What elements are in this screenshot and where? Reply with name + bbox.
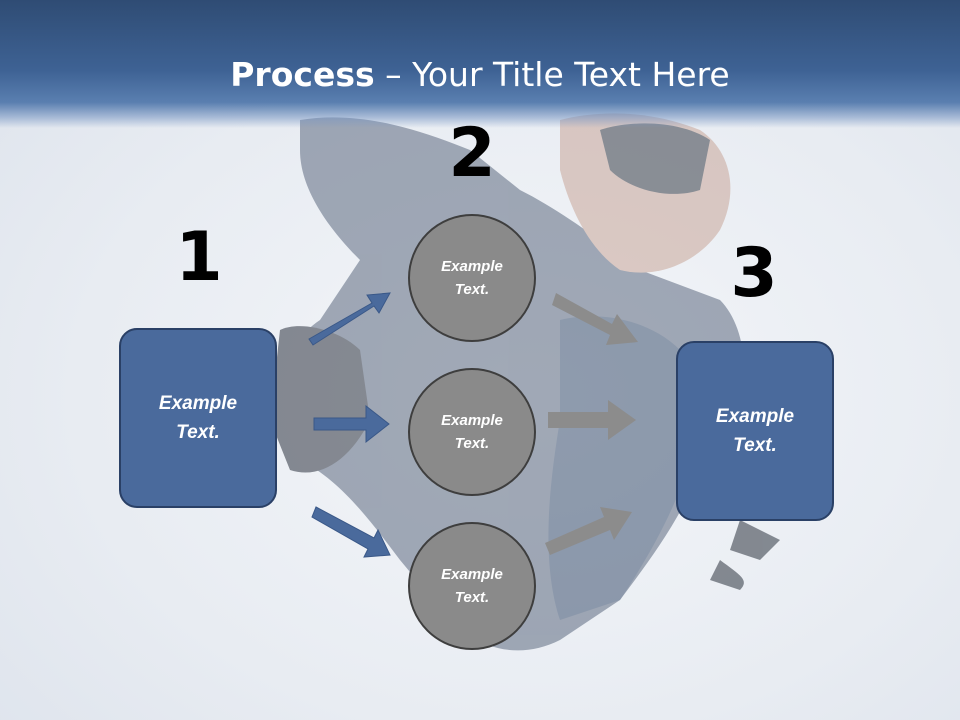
step-number-2: 2	[448, 114, 496, 193]
arrow-left-to-bottom	[311, 506, 391, 558]
slide-title: Process – Your Title Text Here	[0, 52, 960, 98]
arrow-middle-to-right	[548, 400, 636, 440]
right-box-label: Example Text.	[715, 406, 795, 456]
left-box-label: Example Text.	[158, 393, 238, 443]
step-number-3: 3	[730, 234, 778, 313]
arrow-left-to-middle	[313, 404, 390, 444]
circle-top-label: Example Text.	[441, 258, 503, 298]
process-circle-middle: Example Text.	[408, 368, 536, 496]
process-circle-bottom: Example Text.	[408, 522, 536, 650]
circle-bottom-label: Example Text.	[441, 566, 503, 606]
title-rest: – Your Title Text Here	[374, 55, 730, 94]
arrow-top-to-right	[552, 293, 638, 345]
right-process-box: Example Text.	[676, 341, 834, 521]
title-bold: Process	[230, 55, 375, 94]
circle-middle-label: Example Text.	[441, 412, 503, 452]
step-number-1: 1	[175, 218, 223, 297]
title-bar	[0, 0, 960, 128]
process-circle-top: Example Text.	[408, 214, 536, 342]
arrow-left-to-top	[308, 292, 391, 346]
left-process-box: Example Text.	[119, 328, 277, 508]
arrow-bottom-to-right	[545, 507, 632, 555]
